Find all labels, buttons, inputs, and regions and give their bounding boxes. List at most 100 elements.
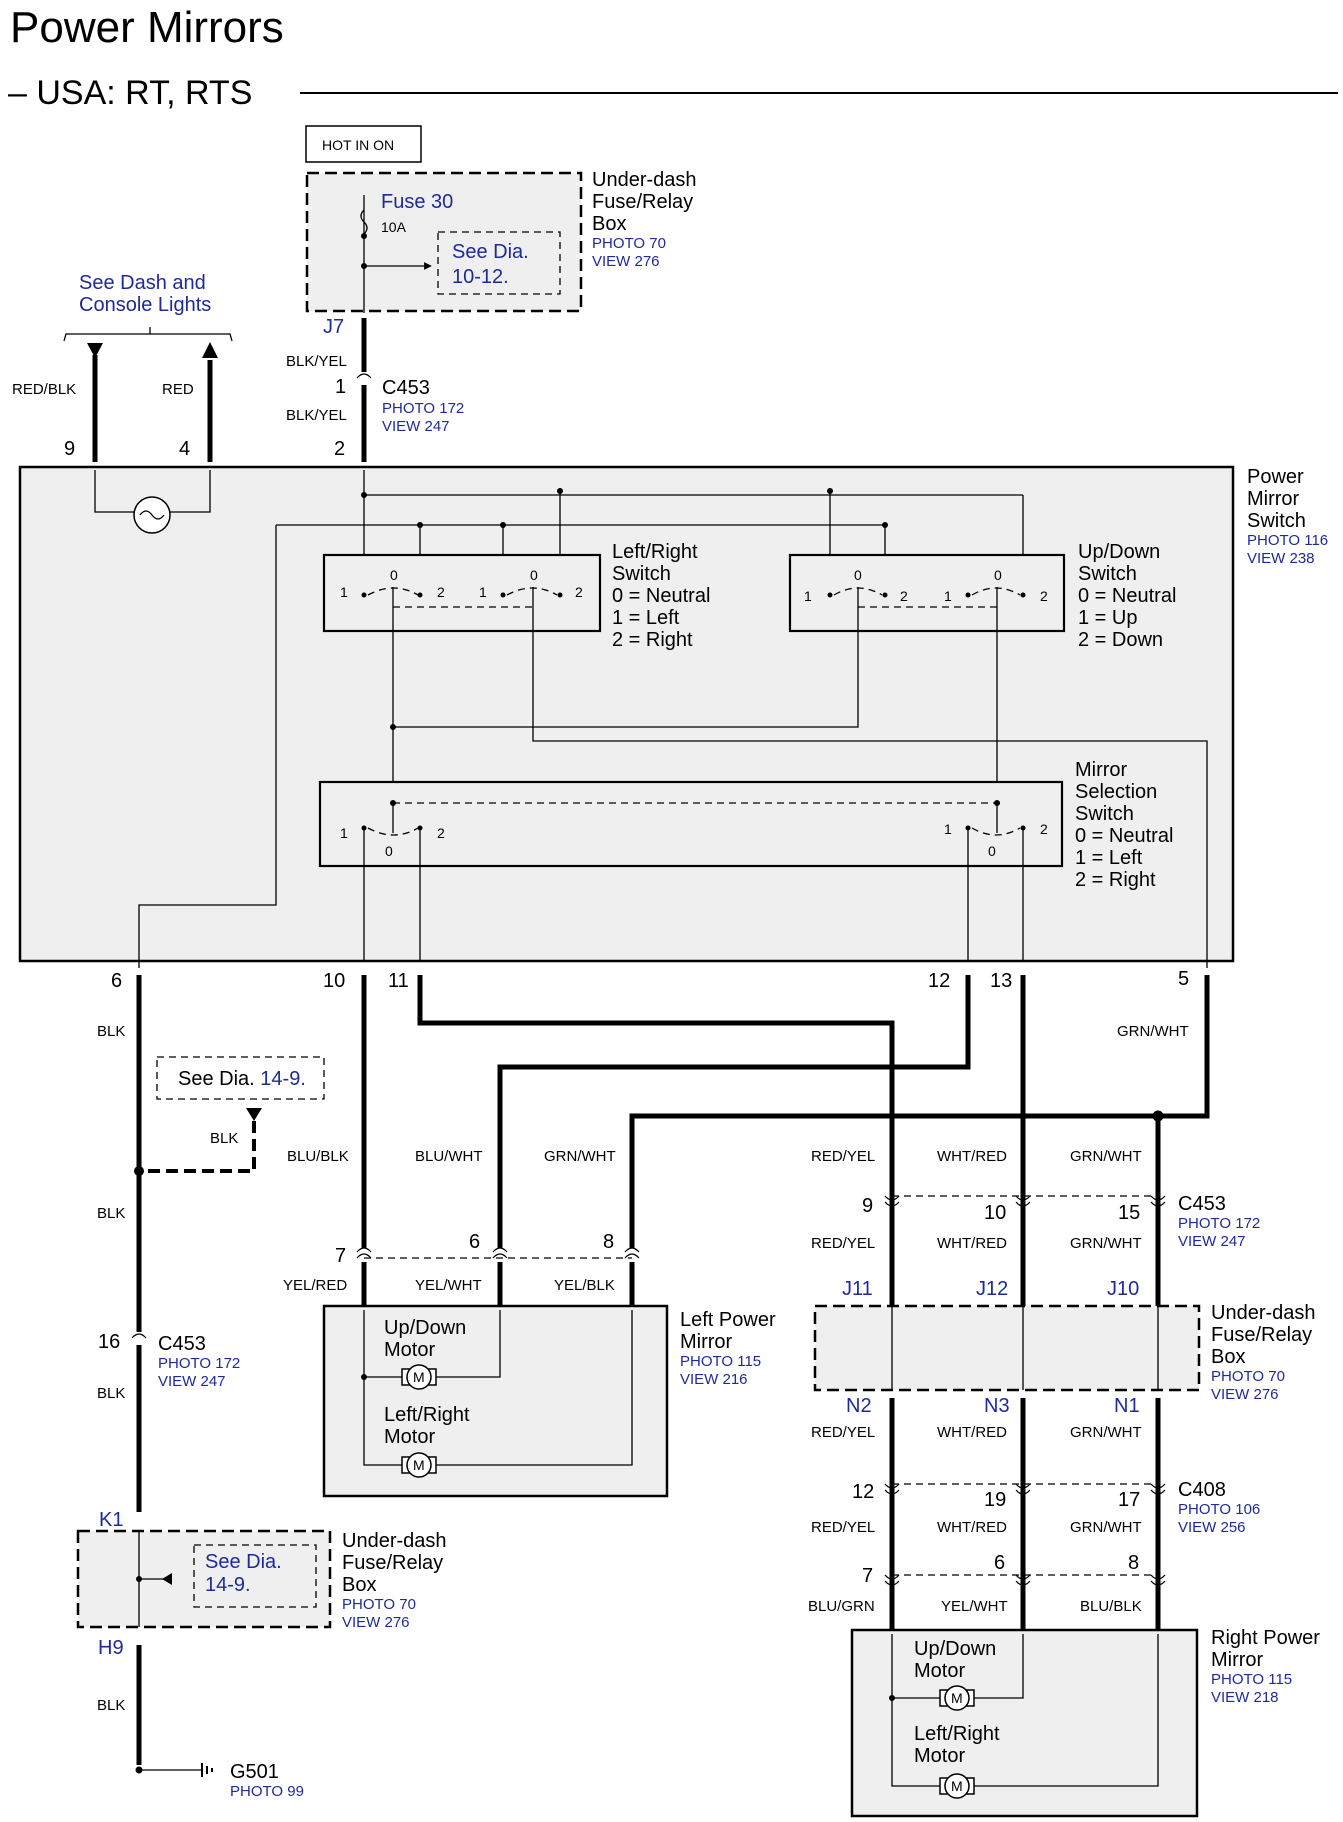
c453-left-view: VIEW 247: [158, 1373, 226, 1390]
wire-label-yel-blk: YEL/BLK: [554, 1277, 615, 1294]
terminal-j12: J12: [976, 1278, 1008, 1300]
mss-legend-0: 0 = Neutral: [1075, 825, 1173, 847]
terminal-j10: J10: [1107, 1278, 1139, 1300]
ud-switch-legend-0: 0 = Neutral: [1078, 585, 1176, 607]
fuse-junction-dot: [361, 233, 367, 239]
right-mirror-lr-lead: [974, 1634, 1159, 1787]
right-mirror-pin-8: 8: [1128, 1552, 1139, 1574]
fuse-box-top-view: VIEW 276: [592, 253, 660, 270]
right-mirror-name-1: Right Power: [1211, 1627, 1320, 1649]
mss-pos-2b: 2: [1040, 821, 1048, 837]
fuse-box-top: [305, 171, 583, 313]
see-dia-14-9-prefix: See Dia. 14-9.: [178, 1068, 306, 1090]
see-dia-10-12-line1: See Dia.: [452, 241, 529, 263]
left-mirror-pin-8: 8: [603, 1231, 614, 1253]
right-mirror-pin-7: 7: [862, 1565, 873, 1587]
left-mirror-connector-icons: [356, 1247, 640, 1259]
c453-right-pin-15: 15: [1118, 1202, 1140, 1224]
see-dia-14-9-inner-box: [193, 1544, 317, 1608]
bus-dot-1: [361, 492, 367, 498]
c453-top-name: C453: [382, 377, 430, 399]
blk-dashed-branch: [139, 1121, 256, 1173]
c453-top-connector: [356, 373, 372, 379]
wire-label-blk-yel-2: BLK/YEL: [286, 407, 347, 424]
lr-pos-1b: 1: [479, 584, 487, 600]
left-mirror-view: VIEW 216: [680, 1371, 748, 1388]
mss-pos-1a: 1: [340, 825, 348, 841]
lr-pos-2a: 2: [437, 584, 445, 600]
lr-pos-1a: 1: [340, 584, 348, 600]
wire-label-wht-red-4: WHT/RED: [937, 1519, 1007, 1536]
wire-label-red-yel-2: RED/YEL: [811, 1235, 875, 1252]
pin5-internal: [532, 620, 1208, 968]
wire-label-blk-4: BLK: [97, 1385, 125, 1402]
wire-label-blu-grn: BLU/GRN: [808, 1598, 875, 1615]
left-mirror-dot: [361, 1374, 367, 1380]
ud-pos-1a: 1: [804, 588, 812, 604]
lr-switch-legend-2: 2 = Right: [612, 629, 693, 651]
left-ud-motor-icon: M: [401, 1364, 437, 1390]
up-down-switch-contacts: 1 0 2 1 0 2: [804, 567, 1048, 620]
fuse-box-bottom-name-1: Under-dash: [342, 1530, 447, 1552]
fuse-box-bottom-name-3: Box: [342, 1574, 376, 1596]
c453-right-name: C453: [1178, 1193, 1226, 1215]
right-lr-motor-icon: M: [939, 1773, 975, 1799]
c453-top-view: VIEW 247: [382, 418, 450, 435]
ground-icon: [201, 1763, 213, 1777]
red-arrow-icon: [202, 342, 218, 358]
left-right-switch-contacts: 1 0 2 1 0 2: [340, 567, 583, 620]
pin-2: 2: [334, 438, 345, 460]
pin-12: 12: [928, 970, 950, 992]
bulb-filament-icon: [139, 510, 165, 520]
wire-label-red-yel-3: RED/YEL: [811, 1424, 875, 1441]
left-mirror-common: [363, 1310, 402, 1466]
hot-in-on-box: [305, 125, 422, 163]
fuse-box-bottom-arrow-icon: [162, 1573, 172, 1585]
pin-5: 5: [1178, 968, 1189, 990]
wire-label-yel-red: YEL/RED: [283, 1277, 347, 1294]
wire-label-grn-wht-1: GRN/WHT: [1070, 1148, 1142, 1165]
fuse-icon: [360, 209, 368, 235]
right-ud-motor-icon: M: [939, 1685, 975, 1711]
wire-label-blk-2: BLK: [210, 1130, 238, 1147]
left-mirror-lr-motor-2: Motor: [384, 1426, 435, 1448]
c453-left-photo: PHOTO 172: [158, 1355, 240, 1372]
fuse-rating: 10A: [381, 219, 407, 235]
mss-legend-1: 1 = Left: [1075, 847, 1143, 869]
pin-10: 10: [323, 970, 345, 992]
fuse-box-top-name-1: Under-dash: [592, 169, 697, 191]
terminal-n2: N2: [846, 1395, 872, 1417]
left-mirror-lr-motor-1: Left/Right: [384, 1404, 470, 1426]
svg-text:M: M: [951, 1690, 963, 1706]
fuse-box-top-name-3: Box: [592, 213, 626, 235]
lr-to-ud-link: [392, 620, 859, 728]
fuse-box-bottom-see-dia-1: See Dia.: [205, 1551, 282, 1573]
ud-switch-title-1: Up/Down: [1078, 541, 1160, 563]
right-mirror-name-2: Mirror: [1211, 1649, 1264, 1671]
left-mirror-pin-6: 6: [469, 1231, 480, 1253]
wire-label-wht-red-3: WHT/RED: [937, 1424, 1007, 1441]
c453-left-name: C453: [158, 1333, 206, 1355]
pms-name-1: Power: [1247, 466, 1304, 488]
right-power-mirror-box: [850, 1628, 1199, 1818]
red-blk-arrow-icon: [87, 343, 103, 358]
pms-name-2: Mirror: [1247, 488, 1300, 510]
lr-pos-0b: 0: [530, 567, 538, 583]
fuse-box-bottom-photo: PHOTO 70: [342, 1596, 416, 1613]
terminal-n1: N1: [1114, 1395, 1140, 1417]
terminal-k1: K1: [99, 1509, 123, 1531]
ud-pos-0b: 0: [994, 567, 1002, 583]
mss-title-3: Switch: [1075, 803, 1134, 825]
ground-photo: PHOTO 99: [230, 1783, 304, 1800]
wire-label-wht-red-1: WHT/RED: [937, 1148, 1007, 1165]
wire-label-red-blk: RED/BLK: [12, 381, 76, 398]
right-mirror-photo: PHOTO 115: [1211, 1671, 1292, 1688]
see-dia-14-9-box: [156, 1056, 325, 1100]
c453-right-pin-9: 9: [862, 1195, 873, 1217]
c453-right-photo: PHOTO 172: [1178, 1215, 1260, 1232]
c408-pin-12: 12: [852, 1481, 874, 1503]
left-mirror-pin-7: 7: [335, 1245, 346, 1267]
page-title: Power Mirrors: [10, 3, 284, 52]
fuse-label: Fuse 30: [381, 191, 453, 213]
pms-view: VIEW 238: [1247, 550, 1315, 567]
